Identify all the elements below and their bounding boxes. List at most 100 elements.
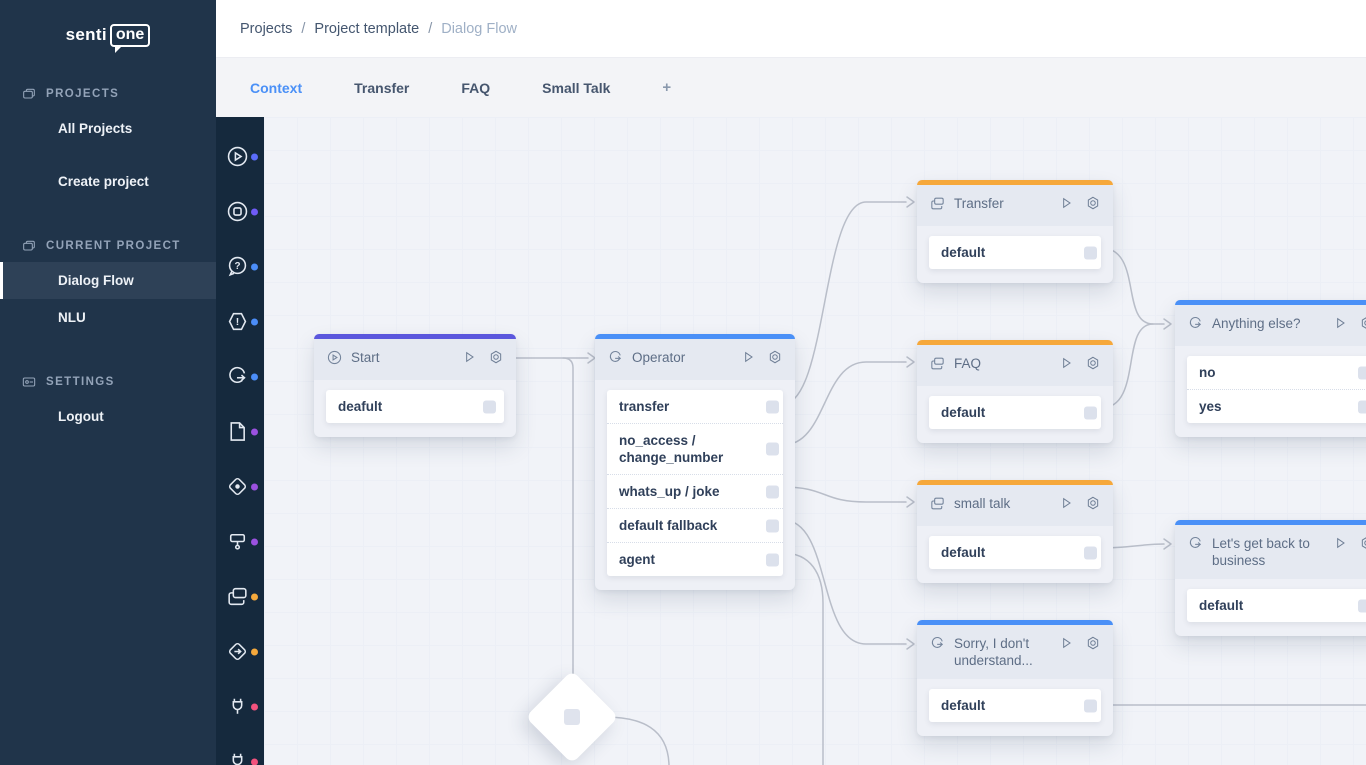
palette-document[interactable] <box>216 404 264 459</box>
node-header[interactable]: Let's get back to business <box>1175 525 1366 579</box>
node-settings-icon[interactable] <box>488 349 504 365</box>
node-settings-icon[interactable] <box>1359 315 1366 331</box>
run-node-icon[interactable] <box>1058 195 1074 211</box>
diamond-arrow-icon <box>228 642 247 661</box>
flow-node-anything-else[interactable]: Anything else? no yes <box>1175 300 1366 437</box>
node-settings-icon[interactable] <box>1085 495 1101 511</box>
tab-small-talk[interactable]: Small Talk <box>542 79 611 96</box>
node-settings-icon[interactable] <box>767 349 783 365</box>
node-row[interactable]: deafult <box>326 390 504 423</box>
diamond-handle[interactable] <box>564 709 580 725</box>
connector-port[interactable] <box>1084 406 1097 419</box>
breadcrumb-separator: / <box>301 20 306 37</box>
node-row[interactable]: yes <box>1187 390 1366 423</box>
palette-paint-roller[interactable] <box>216 514 264 569</box>
node-settings-icon[interactable] <box>1085 635 1101 651</box>
node-row[interactable]: default fallback <box>607 509 783 543</box>
node-row[interactable]: default <box>929 396 1101 429</box>
node-row[interactable]: no <box>1187 356 1366 390</box>
connector-port[interactable] <box>1084 246 1097 259</box>
run-node-icon[interactable] <box>461 349 477 365</box>
tab-faq[interactable]: FAQ <box>461 79 491 96</box>
flow-node-transfer[interactable]: Transfer default <box>917 180 1113 283</box>
node-settings-icon[interactable] <box>1085 195 1101 211</box>
palette-stacked-cards[interactable] <box>216 569 264 624</box>
node-header[interactable]: Transfer <box>917 185 1113 226</box>
node-row[interactable]: agent <box>607 543 783 576</box>
flow-node-small-talk[interactable]: small talk default <box>917 480 1113 583</box>
node-settings-icon[interactable] <box>1085 355 1101 371</box>
flow-node-sorry[interactable]: Sorry, I don't understand... default <box>917 620 1113 736</box>
palette-stop-circle[interactable] <box>216 184 264 239</box>
palette-plug[interactable] <box>216 679 264 734</box>
tab-transfer[interactable]: Transfer <box>354 79 410 96</box>
flow-node-start[interactable]: Start deafult <box>314 334 516 437</box>
palette-dot <box>251 373 258 380</box>
palette-dot <box>251 428 258 435</box>
node-header[interactable]: small talk <box>917 485 1113 526</box>
connector-port[interactable] <box>766 442 779 456</box>
node-row[interactable]: no_access / change_number <box>607 424 783 475</box>
connector-port[interactable] <box>1358 366 1366 379</box>
logo-bubble: one <box>109 23 151 53</box>
tab-context[interactable]: Context <box>250 79 303 96</box>
node-row[interactable]: default <box>929 536 1101 569</box>
node-accent-bar <box>595 334 795 339</box>
node-settings-icon[interactable] <box>1359 535 1366 551</box>
connector-port[interactable] <box>766 485 779 498</box>
node-header[interactable]: Anything else? <box>1175 305 1366 346</box>
flow-canvas[interactable]: Start deafult <box>264 117 1366 765</box>
node-accent-bar <box>1175 300 1366 305</box>
run-node-icon[interactable] <box>1332 535 1348 551</box>
connector-port[interactable] <box>1084 546 1097 559</box>
node-row[interactable]: transfer <box>607 390 783 424</box>
sidebar-item-dialog-flow[interactable]: Dialog Flow <box>0 262 216 299</box>
palette-diamond-arrow[interactable] <box>216 624 264 679</box>
node-title: Operator <box>632 350 686 365</box>
palette-dot <box>251 703 258 710</box>
sidebar-item-logout[interactable]: Logout <box>58 409 104 424</box>
sidebar: senti one PROJECTS All Projects Create p… <box>0 0 216 765</box>
node-row[interactable]: default <box>929 689 1101 722</box>
node-title: FAQ <box>954 356 982 371</box>
palette-alert-hexagon[interactable]: ! <box>216 294 264 349</box>
sidebar-item-create-project[interactable]: Create project <box>58 174 149 189</box>
palette-question-bubble[interactable]: ? <box>216 239 264 294</box>
add-tab-button[interactable]: + <box>662 79 672 96</box>
connector-port[interactable] <box>1084 699 1097 712</box>
sidebar-item-nlu[interactable]: NLU <box>58 310 86 325</box>
connector-port[interactable] <box>766 519 779 532</box>
connector-port[interactable] <box>483 400 496 413</box>
node-title: Start <box>351 350 380 365</box>
node-header[interactable]: Start <box>314 339 516 380</box>
chat-arrow-icon <box>607 349 624 370</box>
node-header[interactable]: FAQ <box>917 345 1113 386</box>
node-row[interactable]: default <box>929 236 1101 269</box>
node-row[interactable]: default <box>1187 589 1366 622</box>
node-title: small talk <box>954 496 1011 511</box>
connector-port[interactable] <box>1358 599 1366 612</box>
palette-play-circle[interactable] <box>216 129 264 184</box>
sidebar-item-all-projects[interactable]: All Projects <box>58 121 133 136</box>
run-node-icon[interactable] <box>1058 635 1074 651</box>
breadcrumb-projects[interactable]: Projects <box>240 20 293 37</box>
connector-port[interactable] <box>766 400 779 413</box>
run-node-icon[interactable] <box>740 349 756 365</box>
palette-plug-2[interactable] <box>216 734 264 765</box>
flow-node-faq[interactable]: FAQ default <box>917 340 1113 443</box>
flow-node-lets-get-back[interactable]: Let's get back to business default <box>1175 520 1366 636</box>
run-node-icon[interactable] <box>1332 315 1348 331</box>
node-row[interactable]: whats_up / joke <box>607 475 783 509</box>
node-header[interactable]: Sorry, I don't understand... <box>917 625 1113 679</box>
connector-port[interactable] <box>1358 400 1366 413</box>
node-accent-bar <box>917 340 1113 345</box>
node-header[interactable]: Operator <box>595 339 795 380</box>
palette-chat-arrow[interactable] <box>216 349 264 404</box>
run-node-icon[interactable] <box>1058 355 1074 371</box>
breadcrumb-project-template[interactable]: Project template <box>314 20 420 37</box>
flow-node-operator[interactable]: Operator transfer no_ac <box>595 334 795 590</box>
connector-port[interactable] <box>766 553 779 566</box>
section-current-project-header: CURRENT PROJECT <box>0 230 216 262</box>
palette-diamond-dot[interactable] <box>216 459 264 514</box>
run-node-icon[interactable] <box>1058 495 1074 511</box>
